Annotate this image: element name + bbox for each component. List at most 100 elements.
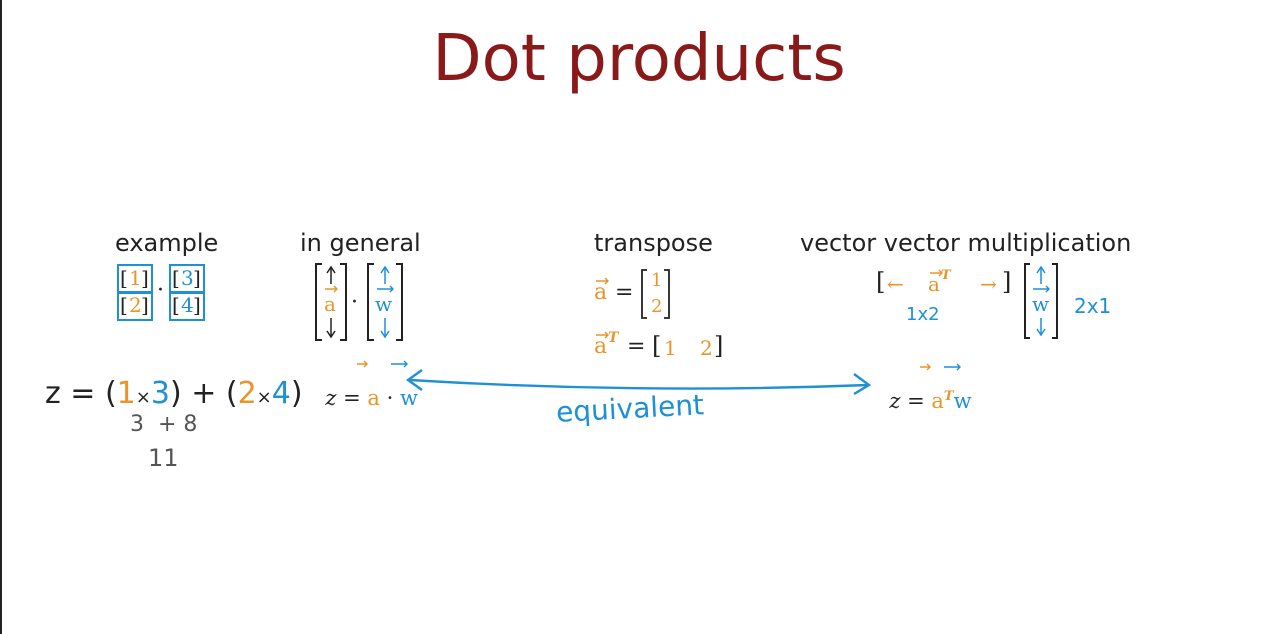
vector-arrow — [325, 285, 338, 293]
dim-label-row: 1x2 — [906, 304, 940, 325]
arrow-down-head — [326, 330, 336, 339]
arrow-head-left — [405, 369, 423, 391]
arrow-down-head — [380, 330, 390, 339]
example-sum-line: 3 + 8 — [130, 412, 198, 437]
bracket-left: [ — [652, 332, 662, 360]
transpose-vector-arrow — [596, 277, 609, 285]
equals-sign: = — [615, 280, 634, 305]
equals-sign: = — [627, 334, 646, 359]
vector-arrow — [1033, 285, 1050, 293]
general-w-label: w — [375, 292, 393, 316]
row-right-arrow: → — [980, 272, 997, 296]
example-vectors: [ 1 2 [ ] ] · [ 3 4 [ ] ] — [117, 264, 207, 321]
vector-arrow — [596, 277, 609, 285]
general-equation: z = a · w — [312, 362, 418, 410]
vvm-aT-label: a — [928, 272, 940, 296]
eq-a: a — [367, 386, 380, 410]
transpose-vector-arrow — [596, 331, 609, 339]
eq-text: z = — [325, 386, 368, 410]
transpose-superscript: T — [608, 330, 619, 346]
highlight-box — [117, 291, 153, 321]
eq-dot: · — [379, 386, 400, 410]
vector-arrow — [944, 363, 961, 371]
eq-text: ) + ( — [169, 376, 238, 411]
example-vector-w: [ 3 4 [ ] ] — [169, 264, 205, 321]
vector-entry: 3 — [181, 266, 194, 290]
vector-arrow — [357, 360, 368, 368]
eq-times: × — [256, 387, 272, 408]
bracket-left — [641, 269, 647, 319]
bracket-right: ] — [141, 266, 149, 290]
bracket-right: ] — [141, 293, 149, 317]
bracket-left: [ — [120, 266, 128, 290]
bracket-right — [396, 263, 403, 341]
example-result: 11 — [148, 444, 179, 472]
vvm-vector-arrow — [930, 269, 943, 277]
highlight-box — [169, 291, 205, 321]
vector-entry: 1 — [651, 270, 663, 291]
vector-arrow — [596, 331, 609, 339]
bracket-right — [664, 269, 670, 319]
highlight-box — [117, 264, 153, 294]
arrow-up-head — [326, 265, 336, 274]
vector-entry: 1 — [664, 336, 677, 360]
vector-entry: 2 — [651, 296, 663, 317]
eq-a: a — [931, 389, 944, 413]
vector-arrow — [391, 360, 408, 368]
bracket-right: ] — [193, 293, 201, 317]
heading-in-general: in general — [300, 229, 421, 257]
heading-transpose: transpose — [594, 229, 713, 257]
vvm-superscript: T — [941, 268, 951, 283]
bracket-right: ] — [714, 332, 724, 360]
vvm-eq-vector-arrows — [920, 363, 961, 371]
heading-example: example — [115, 229, 219, 257]
vector-entry: 2 — [700, 336, 713, 360]
equivalent-label: equivalent — [555, 388, 705, 429]
arrow-down-head — [1036, 328, 1046, 337]
eq-superscript: T — [943, 389, 954, 404]
eq-w2: 4 — [271, 376, 291, 411]
arrow-curve — [409, 378, 869, 390]
bracket-left: [ — [172, 293, 180, 317]
eq-w: w — [953, 389, 972, 413]
highlight-box — [169, 264, 205, 294]
vector-arrow — [930, 269, 943, 277]
example-vector-a: [ 1 2 [ ] ] — [117, 264, 153, 321]
eq-text: z = ( — [45, 376, 117, 411]
vector-entry: 4 — [181, 293, 194, 317]
eq-text: ) — [290, 376, 303, 411]
heading-vector-vector-multiplication: vector vector multiplication — [800, 229, 1132, 257]
dot-operator: · — [351, 290, 358, 315]
transpose-a-label: a — [594, 280, 608, 305]
bracket-right — [340, 263, 347, 341]
transpose-column-brackets — [641, 269, 670, 319]
general-vectors-drawing — [315, 263, 403, 341]
vector-arrow — [377, 285, 394, 293]
example-equation: z = (1×3) + (2×4) — [45, 376, 303, 411]
arrow-head-right — [853, 373, 872, 396]
eq-w: w — [399, 386, 418, 410]
equivalent-double-arrow — [405, 369, 872, 396]
eq-times: × — [135, 387, 151, 408]
bracket-left: [ — [172, 266, 180, 290]
eq-text: z = — [889, 389, 932, 413]
vector-entry: 1 — [129, 266, 142, 290]
vvm-equation: z = aTw — [876, 365, 972, 413]
bracket-left — [1024, 263, 1030, 339]
eq-a2: 2 — [237, 376, 257, 411]
slide-left-border — [0, 0, 2, 634]
dim-label-col: 2x1 — [1074, 294, 1112, 318]
arrow-up-head — [380, 265, 390, 274]
transpose-aT-label: a — [594, 334, 608, 359]
bracket-left: [ — [120, 293, 128, 317]
bracket-left: [ — [876, 268, 886, 296]
vector-arrow — [920, 363, 931, 371]
eq-w1: 3 — [150, 376, 170, 411]
slide-title: Dot products — [432, 22, 846, 96]
vvm-w-label: w — [1032, 292, 1050, 316]
bracket-right: ] — [1002, 268, 1012, 296]
vector-entry: 2 — [129, 293, 142, 317]
vvm-column-drawing — [1024, 263, 1058, 339]
general-a-label: a — [324, 292, 336, 316]
dot-operator: · — [157, 278, 164, 303]
